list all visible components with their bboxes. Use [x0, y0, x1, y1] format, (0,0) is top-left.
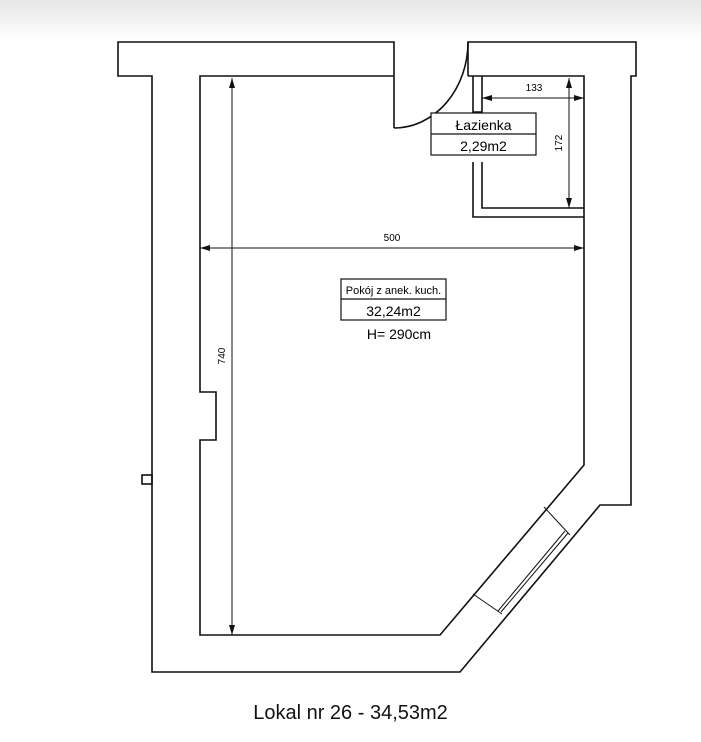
- dim-bath-depth: 172: [554, 134, 565, 151]
- room-name: Pokój z anek. kuch.: [346, 285, 441, 297]
- bathroom-area: 2,29m2: [460, 138, 507, 154]
- room-label: Pokój z anek. kuch. 32,24m2 H= 290cm: [340, 278, 447, 342]
- outer-walls: [117, 41, 637, 673]
- dimension-lines: [200, 78, 584, 635]
- bathroom-walls: [472, 76, 584, 218]
- plan-title: Lokal nr 26 - 34,53m2: [253, 702, 448, 724]
- bathroom-name: Łazienka: [455, 117, 511, 133]
- dim-room-width: 500: [384, 233, 401, 244]
- dim-room-length: 740: [217, 347, 228, 364]
- room-height: H= 290cm: [367, 326, 431, 342]
- dim-bath-width: 133: [526, 83, 543, 94]
- window: [472, 506, 571, 615]
- bathroom-label: Łazienka 2,29m2: [430, 112, 537, 156]
- door: [393, 41, 469, 129]
- room-area: 32,24m2: [366, 303, 421, 319]
- top-shadow: [0, 0, 701, 40]
